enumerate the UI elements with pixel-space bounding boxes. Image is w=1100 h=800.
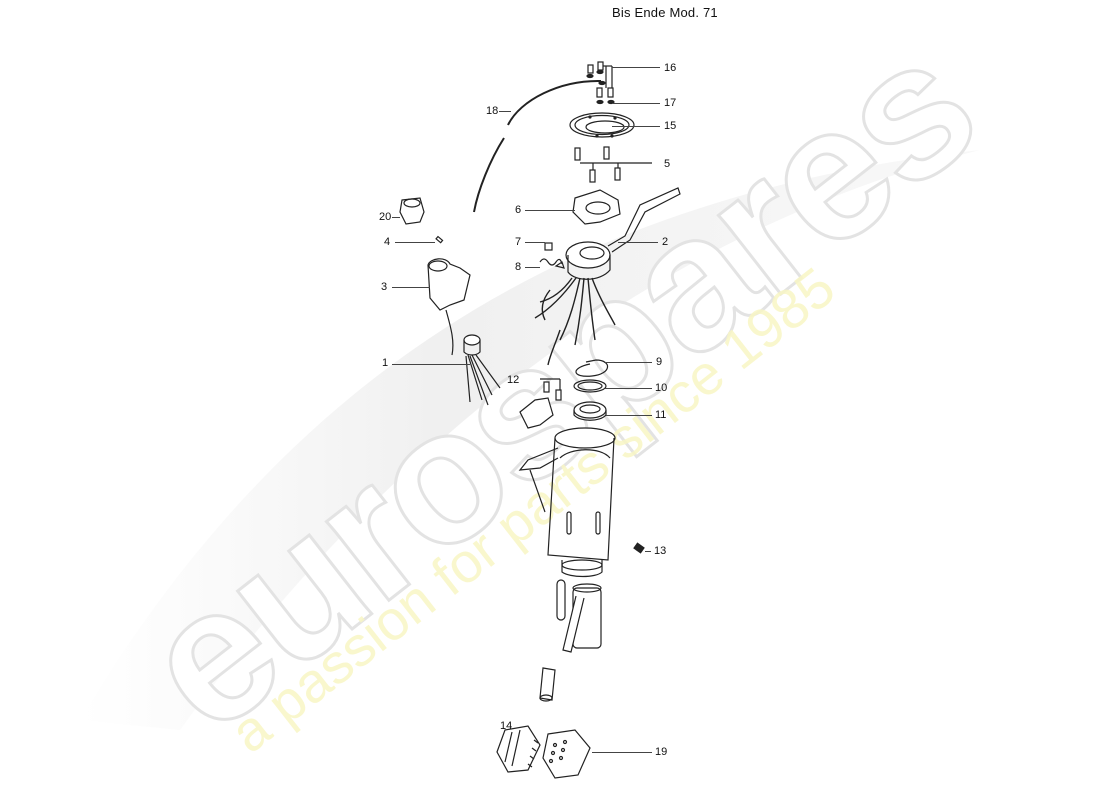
part-17-washers [596,99,615,105]
callout-label-20[interactable]: 20 [379,211,392,223]
bracket [519,397,554,429]
leader-line-6 [525,210,575,211]
part-20-lock-cylinder [399,197,425,225]
leader-line-17 [612,103,660,104]
part-11-bearing [573,401,607,421]
callout-label-15[interactable]: 15 [664,120,677,132]
callout-label-1[interactable]: 1 [382,357,389,369]
part-1-ignition-switch [463,334,501,406]
page-title: Bis Ende Mod. 71 [612,5,718,20]
part-9-circlip [575,359,609,377]
callout-label-2[interactable]: 2 [662,236,669,248]
leader-line-8 [525,267,540,268]
part-18-cable [473,79,602,213]
part-14-connector [496,725,541,773]
part-15-ring-plate [569,112,635,138]
leader-line-9 [604,362,652,363]
leader-line-18 [499,111,511,112]
leader-line-15 [612,126,660,127]
part-19-connector [542,729,591,779]
part-10-ring [573,379,607,393]
leader-line-19 [592,752,652,753]
callout-label-6[interactable]: 6 [515,204,522,216]
part-13-bolt [633,542,645,554]
callout-label-17[interactable]: 17 [664,97,677,109]
part-8-spring [539,258,565,269]
leader-line-11 [606,415,652,416]
leader-line-13 [645,551,651,552]
leader-line-2 [618,242,658,243]
wire-bundle [534,277,616,366]
leader-line-7 [525,242,545,243]
callout-label-7[interactable]: 7 [515,236,522,248]
callout-label-18[interactable]: 18 [486,105,499,117]
leader-line-16 [612,67,660,68]
callout-label-5[interactable]: 5 [664,158,671,170]
leader-line-10 [605,388,652,389]
leader-line-1 [392,364,470,365]
column-tubes [539,579,602,702]
part-12-screws [540,378,562,401]
callout-label-19[interactable]: 19 [655,746,668,758]
part-4-pin [435,235,444,244]
callout-label-4[interactable]: 4 [384,236,391,248]
part-6-plate [572,189,621,225]
callout-label-13[interactable]: 13 [654,545,667,557]
leader-line-3 [392,287,430,288]
part-16-screws [586,61,614,98]
part-5-screws [574,146,652,183]
callout-label-3[interactable]: 3 [381,281,388,293]
callout-label-11[interactable]: 11 [655,409,667,421]
callout-label-16[interactable]: 16 [664,62,677,74]
callout-label-14[interactable]: 14 [500,720,513,732]
callout-label-9[interactable]: 9 [656,356,663,368]
callout-label-12[interactable]: 12 [507,374,520,386]
part-3-lock-housing [427,258,471,356]
leader-line-20 [392,217,400,218]
callout-label-10[interactable]: 10 [655,382,668,394]
callout-label-8[interactable]: 8 [515,261,522,273]
leader-line-4 [395,242,435,243]
column-housing [518,427,616,578]
part-7-clip [544,242,553,251]
